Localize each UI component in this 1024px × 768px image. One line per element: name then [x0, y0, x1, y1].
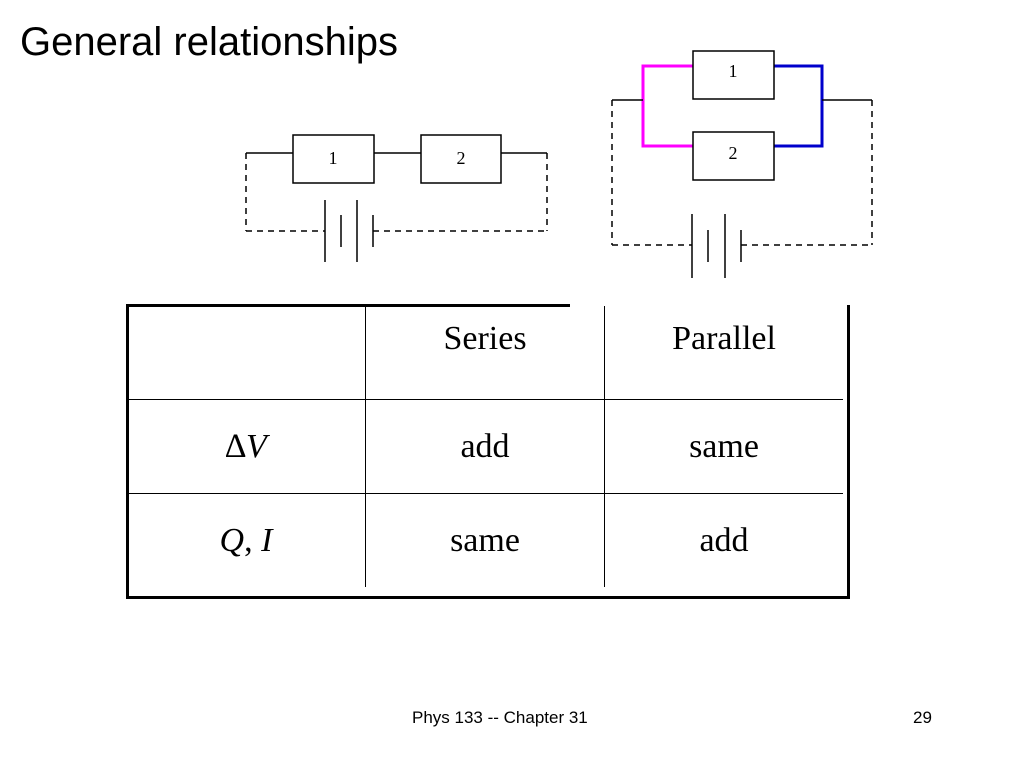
charge-var: Q [219, 521, 245, 559]
cell-series-current: same [365, 493, 605, 587]
series-box1-label: 1 [329, 148, 338, 168]
slide-title: General relationships [20, 20, 398, 64]
table-header-row: Series Parallel [127, 306, 843, 400]
parallel-right-branch-wire [774, 64, 824, 148]
parallel-battery-icon [691, 214, 742, 278]
parallel-circuit [611, 50, 873, 278]
page-number: 29 [913, 708, 932, 727]
parallel-box1-label: 1 [729, 61, 738, 81]
voltage-var: V [246, 427, 267, 465]
parallel-resistor-2 [692, 131, 775, 181]
header-series: Series [365, 306, 605, 400]
table-top-border [126, 304, 570, 307]
table-row: ∆V add same [127, 399, 843, 494]
footer-course: Phys 133 -- Chapter 31 [412, 708, 588, 727]
cell-parallel-current: add [604, 493, 843, 587]
table-row: Q, I same add [127, 493, 843, 587]
series-circuit [245, 134, 548, 262]
parallel-box2-label: 2 [729, 143, 738, 163]
header-parallel: Parallel [604, 306, 843, 400]
table-corner-cell [127, 306, 366, 400]
series-box2-label: 2 [457, 148, 466, 168]
delta-symbol: ∆ [225, 427, 247, 465]
cell-parallel-voltage: same [604, 399, 843, 494]
row-label-q-i: Q, I [127, 493, 366, 587]
parallel-resistor-1 [692, 50, 775, 100]
series-resistor-2 [420, 134, 502, 184]
series-battery-icon [324, 200, 374, 262]
circuit-diagrams: 1 2 1 2 [245, 50, 873, 278]
current-var: I [261, 521, 273, 559]
row-label-delta-v: ∆V [127, 399, 366, 494]
comma-sep: , [244, 521, 262, 559]
cell-series-voltage: add [365, 399, 605, 494]
series-resistor-1 [292, 134, 375, 184]
parallel-left-branch-wire [641, 64, 693, 148]
relationships-table: Series Parallel ∆V add same Q, I same ad… [127, 306, 843, 587]
